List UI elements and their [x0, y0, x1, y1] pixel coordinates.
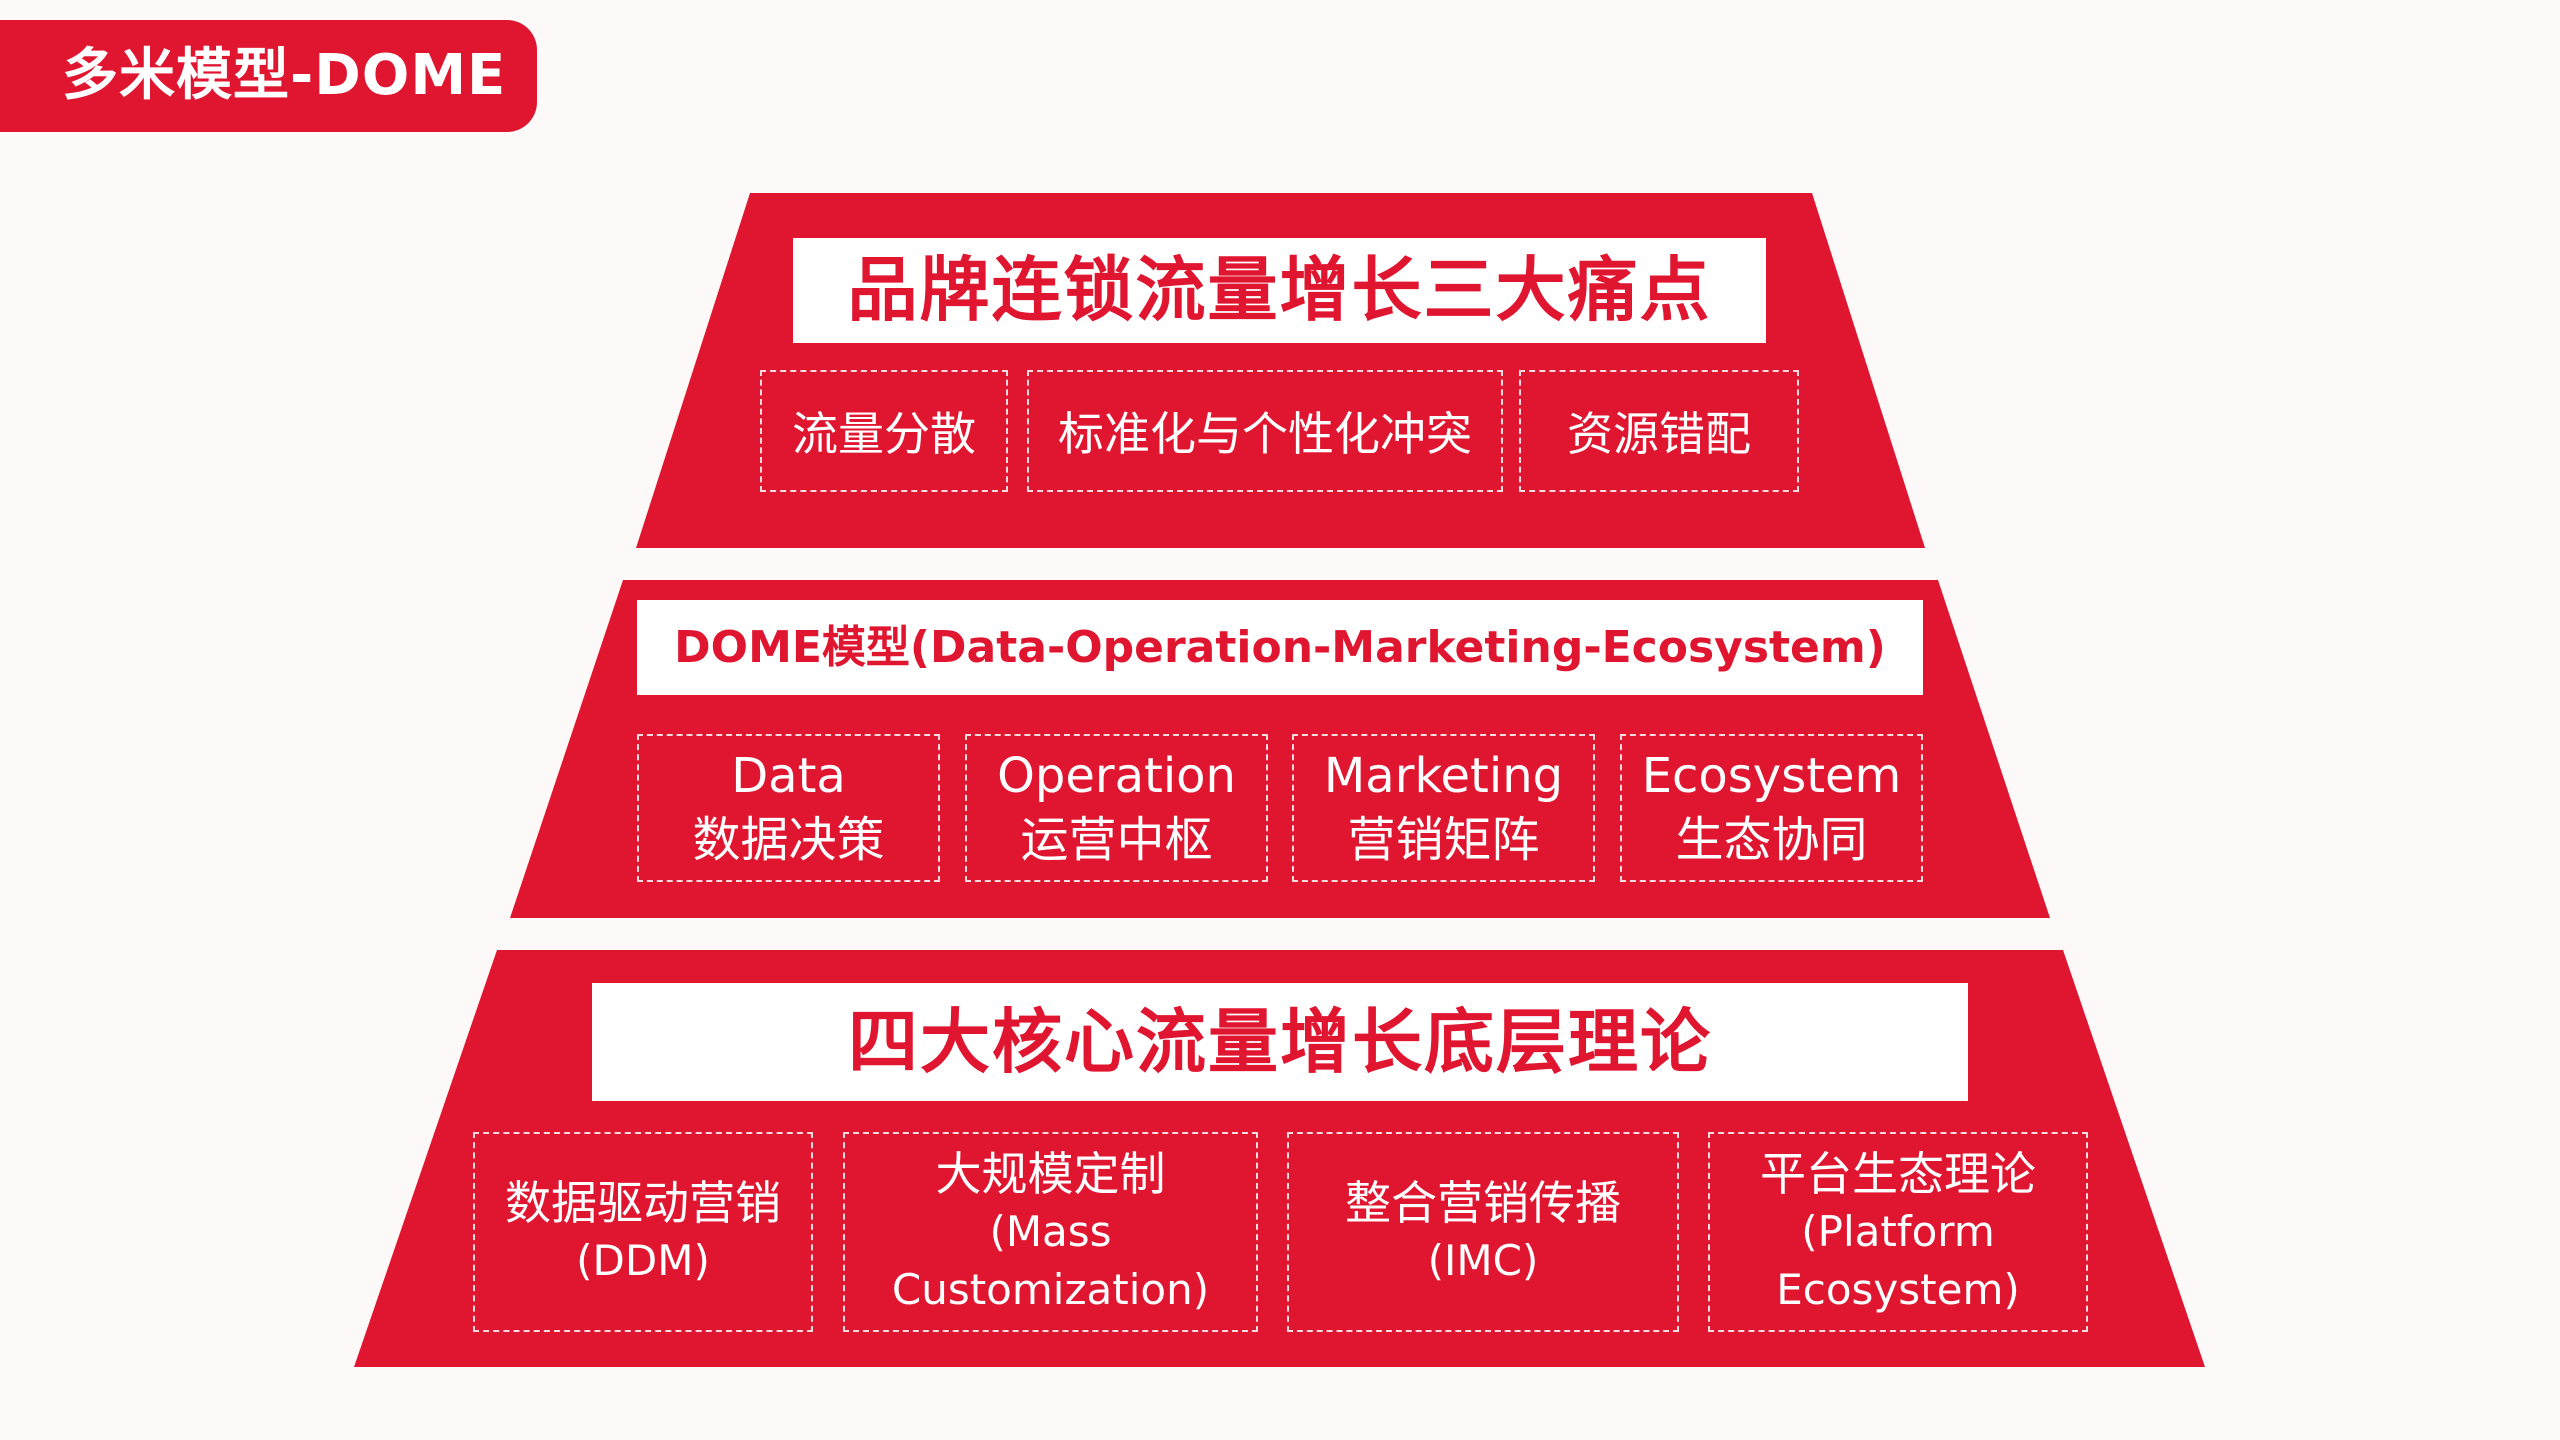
slide-title: 多米模型-DOME: [0, 20, 537, 132]
tier-1-item-label: 流量分散: [792, 407, 976, 461]
tier-3-item-ddm: 数据驱动营销 (DDM): [473, 1132, 813, 1332]
tier-3-item-en: (Mass: [989, 1207, 1112, 1256]
tier-3-item-platform-ecosystem: 平台生态理论 (Platform Ecosystem): [1708, 1132, 2088, 1332]
tier-3-item-cn: 整合营销传播: [1345, 1176, 1621, 1230]
tier-2-item-en: Marketing: [1323, 748, 1564, 804]
tier-3-item-cn: 大规模定制: [935, 1147, 1166, 1201]
tier-1-heading: 品牌连锁流量增长三大痛点: [793, 238, 1766, 343]
tier-3-item-mass-customization: 大规模定制 (Mass Customization): [843, 1132, 1258, 1332]
tier-1-item-dispersed-traffic: 流量分散: [760, 370, 1008, 492]
tier-2-item-cn: 生态协同: [1675, 812, 1868, 868]
tier-1-item-label: 资源错配: [1567, 407, 1751, 461]
tier-3-heading: 四大核心流量增长底层理论: [592, 983, 1968, 1101]
tier-2-item-marketing: Marketing 营销矩阵: [1292, 734, 1595, 882]
tier-2-item-cn: 运营中枢: [1020, 812, 1213, 868]
tier-3-item-cn: 平台生态理论: [1760, 1147, 2036, 1201]
tier-2-item-ecosystem: Ecosystem 生态协同: [1620, 734, 1923, 882]
tier-1-item-resource-mismatch: 资源错配: [1519, 370, 1799, 492]
tier-2-heading: DOME模型(Data-Operation-Marketing-Ecosyste…: [637, 600, 1923, 695]
tier-2-item-en: Data: [731, 748, 846, 804]
tier-3-item-imc: 整合营销传播 (IMC): [1287, 1132, 1679, 1332]
tier-3-item-cn: 数据驱动营销: [505, 1176, 781, 1230]
tier-2-item-operation: Operation 运营中枢: [965, 734, 1268, 882]
tier-2-item-en: Ecosystem: [1641, 748, 1902, 804]
tier-1-item-standardization-conflict: 标准化与个性化冲突: [1027, 370, 1503, 492]
tier-3-item-en-2: Customization): [891, 1265, 1210, 1314]
tier-2-item-en: Operation: [997, 748, 1236, 804]
tier-3-item-en: (DDM): [576, 1236, 710, 1285]
tier-3-item-en-2: Ecosystem): [1776, 1265, 2020, 1314]
tier-2-item-cn: 数据决策: [692, 812, 885, 868]
tier-2-item-cn: 营销矩阵: [1347, 812, 1540, 868]
tier-3-item-en: (Platform: [1801, 1207, 1995, 1256]
tier-3-item-en: (IMC): [1427, 1236, 1539, 1285]
tier-1-item-label: 标准化与个性化冲突: [1058, 407, 1472, 461]
tier-2-item-data: Data 数据决策: [637, 734, 940, 882]
